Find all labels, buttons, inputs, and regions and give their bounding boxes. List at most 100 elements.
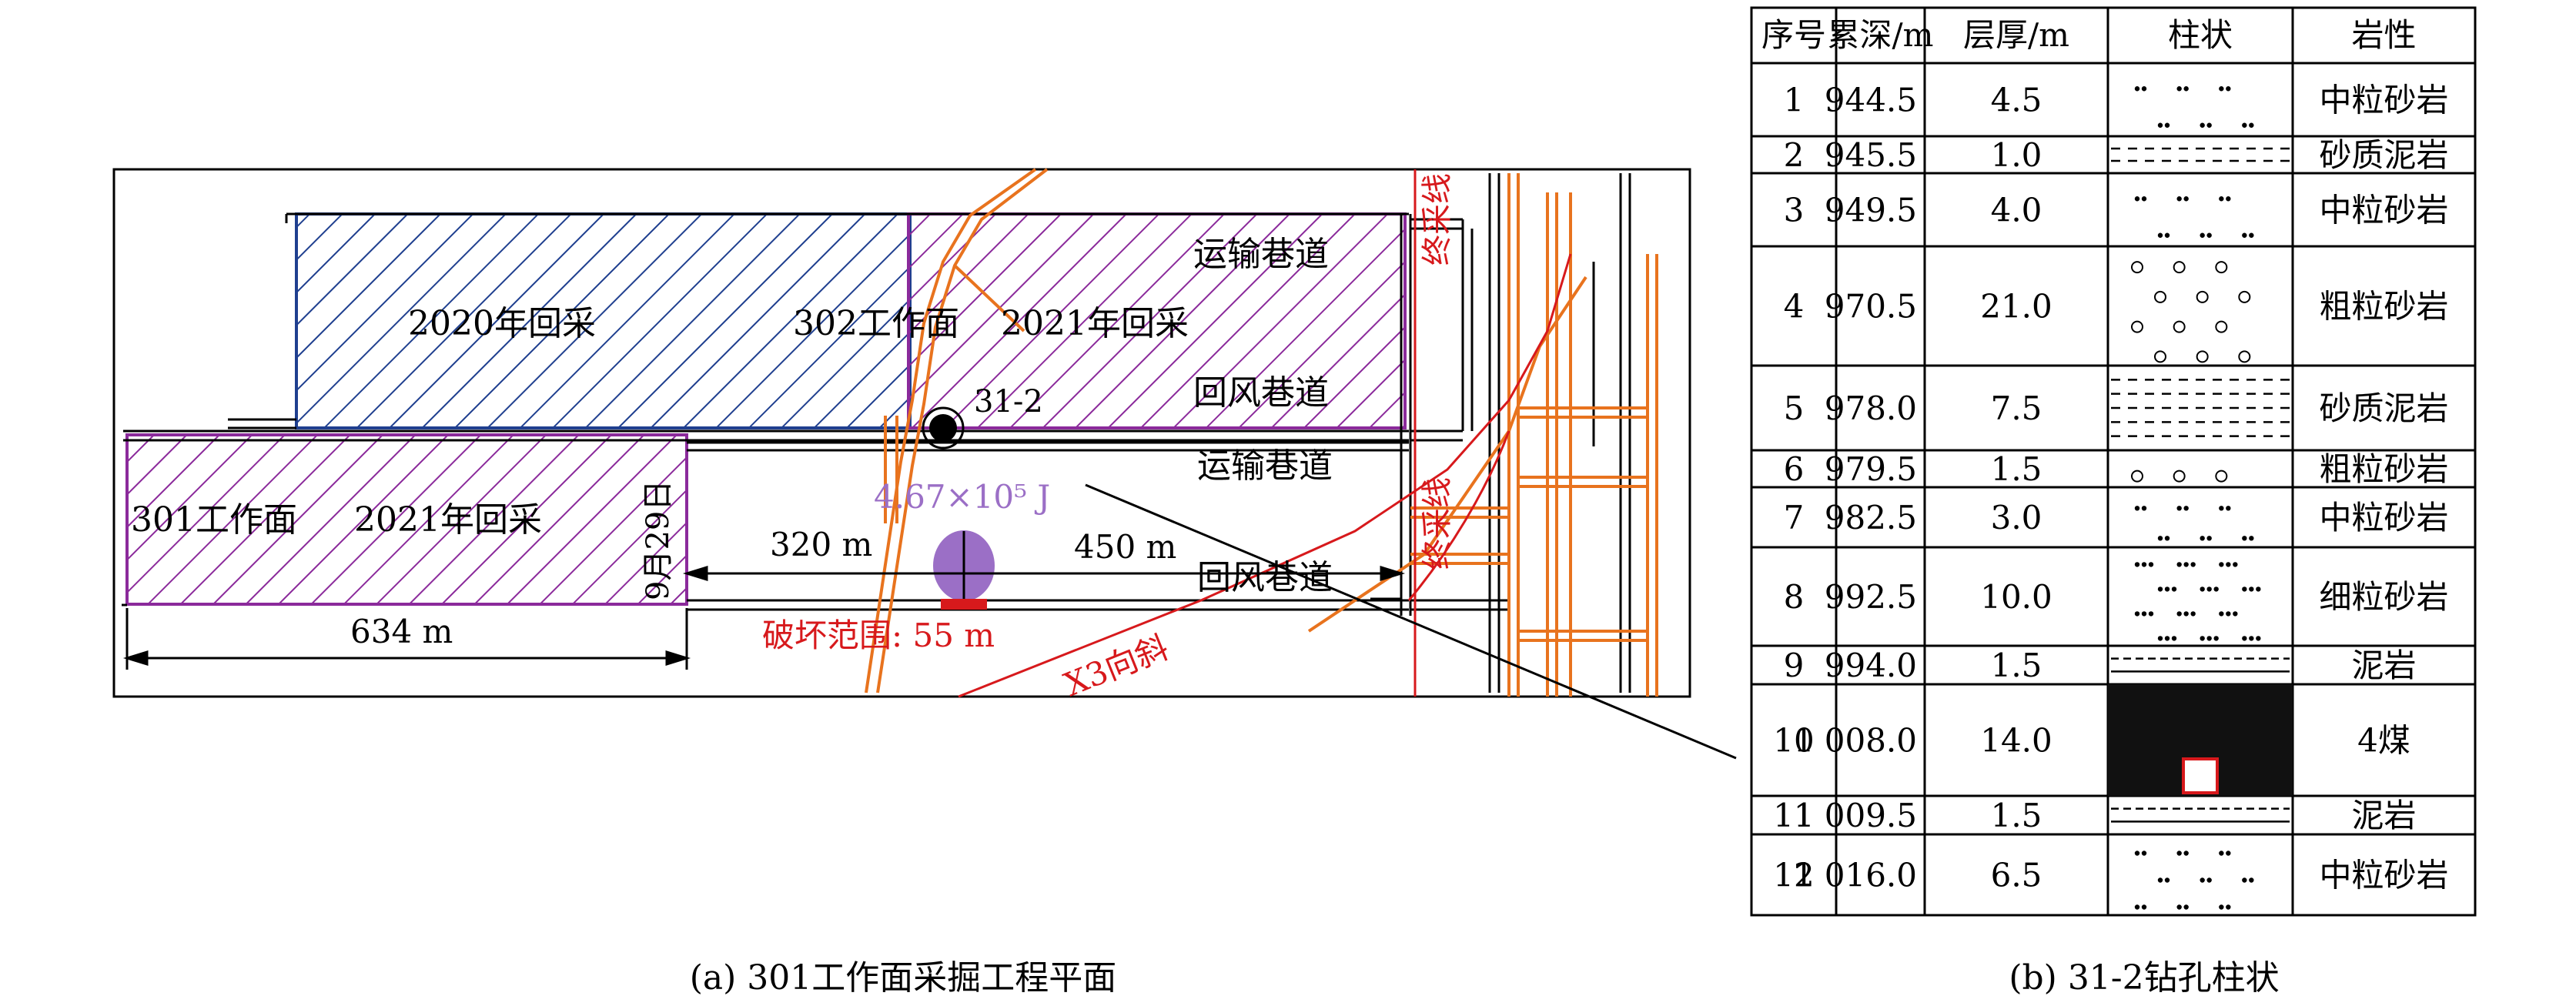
row-number: 11 (1773, 797, 1814, 834)
pattern-grain (2171, 636, 2177, 641)
row-thickness: 4.5 (1991, 82, 2042, 119)
pattern-grain (2206, 536, 2212, 541)
label-date: 9月29日 (641, 480, 676, 600)
row-lithology: 粗粒砂岩 (2319, 288, 2448, 326)
label-zone-2020: 2020年回采 (408, 304, 596, 343)
pattern-coarse-grain (2131, 320, 2143, 333)
label-mined-2021-upper: 2021年回采 (1001, 304, 1189, 343)
pattern-grain (2148, 611, 2154, 617)
row-lithology: 4煤 (2357, 722, 2410, 760)
pattern-grain (2256, 636, 2261, 641)
pattern-grain (2134, 904, 2140, 910)
pattern-grain (2148, 562, 2154, 567)
pattern-grain (2256, 587, 2261, 592)
row-depth: 1 008.0 (1794, 722, 1917, 760)
row-depth: 1 016.0 (1794, 857, 1917, 894)
pattern-grain (2213, 587, 2219, 592)
row-depth: 944.5 (1825, 82, 1917, 119)
coal-sample-marker (2182, 757, 2219, 794)
label-return-upper: 回风巷道 (1193, 373, 1329, 413)
pattern-coarse-grain (2173, 261, 2186, 274)
row-number: 9 (1784, 647, 1805, 684)
pattern-grain (2226, 904, 2231, 910)
pattern-grain (2213, 636, 2219, 641)
pattern-grain (2190, 611, 2196, 617)
label-borehole: 31-2 (974, 384, 1043, 419)
column-header: 累深/m (1828, 16, 1934, 54)
pattern-coarse-grain (2215, 261, 2228, 274)
row-thickness: 21.0 (1980, 288, 2052, 326)
pattern-grain (2164, 232, 2170, 238)
label-return-lower: 回风巷道 (1197, 558, 1333, 597)
stop-line-2-path (1407, 430, 1510, 601)
zone-2021-mined-302 (907, 212, 1407, 429)
row-lithology: 中粒砂岩 (2319, 192, 2448, 229)
pattern-grain (2176, 851, 2182, 856)
pattern-grain (2249, 636, 2254, 641)
pattern-grain (2183, 611, 2189, 617)
pattern-grain (2176, 904, 2182, 910)
pattern-grain (2164, 587, 2170, 592)
row-number: 2 (1784, 136, 1805, 174)
pattern-grain (2249, 536, 2254, 541)
pattern-grain (2176, 196, 2182, 202)
row-thickness: 3.0 (1991, 499, 2042, 536)
row-lithology: 细粒砂岩 (2319, 578, 2448, 616)
pattern-grain (2164, 636, 2170, 641)
label-dist-450: 450 m (1074, 528, 1176, 566)
pattern-grain (2219, 611, 2224, 617)
pattern-grain (2219, 904, 2224, 910)
column-header: 岩性 (2351, 16, 2416, 54)
pattern-coarse-grain (2238, 350, 2251, 363)
row-thickness: 10.0 (1980, 578, 2052, 616)
caption-plan: (a) 301工作面采掘工程平面 (690, 958, 1117, 998)
column-header: 序号 (1761, 16, 1826, 54)
pattern-coarse-grain (2238, 290, 2251, 303)
pattern-grain (2157, 587, 2163, 592)
row-depth: 994.0 (1825, 647, 1917, 684)
pattern-grain (2171, 587, 2177, 592)
label-transport-lower: 运输巷道 (1197, 446, 1333, 486)
row-thickness: 1.5 (1991, 647, 2042, 684)
row-depth: 992.5 (1825, 578, 1917, 616)
label-face-301: 301工作面 (131, 500, 297, 540)
pattern-coarse-grain (2173, 470, 2186, 483)
pattern-coarse-grain (2196, 290, 2209, 303)
pattern-grain (2134, 611, 2140, 617)
pattern-grain (2200, 877, 2205, 883)
row-thickness: 14.0 (1980, 722, 2052, 760)
row-number: 3 (1784, 192, 1805, 229)
pattern-grain (2226, 851, 2231, 856)
label-stop-line-2: 终采线 (1420, 477, 1455, 570)
syncline-axis (958, 253, 1572, 698)
pattern-coarse-grain (2154, 290, 2166, 303)
row-number: 10 (1773, 722, 1814, 760)
row-number: 7 (1784, 499, 1805, 536)
borehole-31-2 (922, 406, 965, 450)
row-lithology: 中粒砂岩 (2319, 499, 2448, 536)
row-thickness: 4.0 (1991, 192, 2042, 229)
pattern-grain (2157, 636, 2163, 641)
pattern-coarse-grain (2131, 470, 2143, 483)
row-thickness: 1.5 (1991, 797, 2042, 834)
pattern-coarse-grain (2131, 261, 2143, 274)
dimension-lines (122, 565, 1406, 670)
pattern-grain (2164, 122, 2170, 128)
pattern-grain (2242, 636, 2247, 641)
row-number: 6 (1784, 450, 1805, 488)
pattern-grain (2134, 506, 2140, 511)
pattern-grain (2134, 851, 2140, 856)
pattern-grain (2219, 86, 2224, 92)
pattern-grain (2141, 562, 2147, 567)
pattern-grain (2200, 587, 2205, 592)
row-depth: 978.0 (1825, 389, 1917, 427)
pattern-grain (2141, 904, 2147, 910)
pattern-grain (2242, 232, 2247, 238)
label-mined-2021-lower: 2021年回采 (354, 500, 542, 540)
caption-column: (b) 31-2钻孔柱状 (2009, 958, 2279, 998)
pattern-grain (2176, 506, 2182, 511)
pattern-grain (2176, 562, 2182, 567)
row-number: 5 (1784, 389, 1805, 427)
pattern-grain (2200, 232, 2205, 238)
pattern-grain (2242, 536, 2247, 541)
